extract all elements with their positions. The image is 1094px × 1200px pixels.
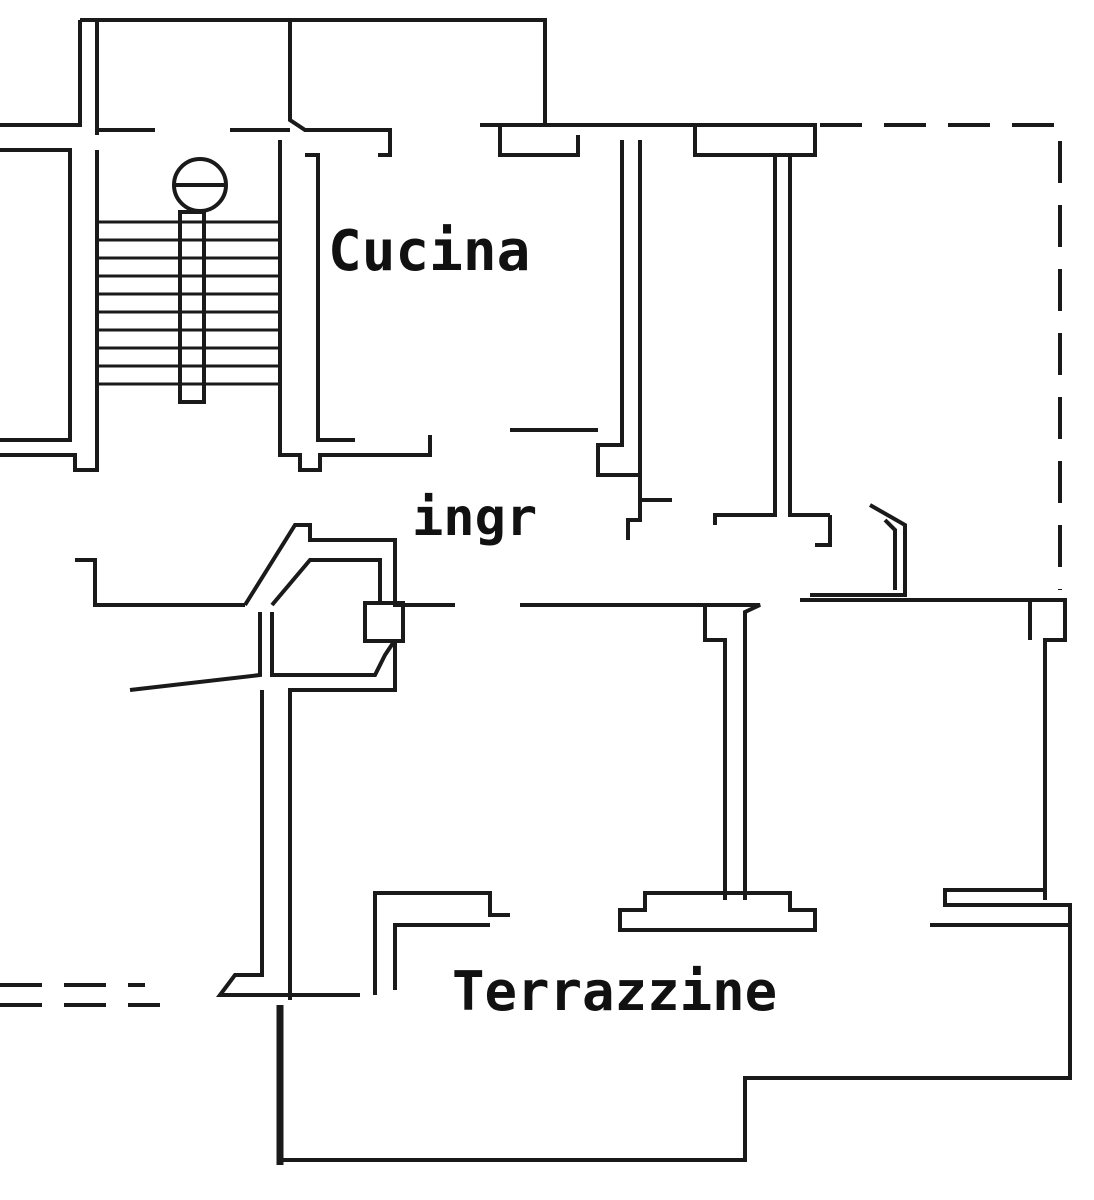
- bedroom-top-wall: [520, 603, 727, 900]
- terrace-left-inner: [393, 923, 490, 990]
- stair-left-inner-wall: [0, 150, 99, 472]
- stair-treads: [97, 220, 280, 386]
- entrance-label: ingr: [412, 488, 537, 548]
- bathroom-bottom-wall: [270, 612, 397, 677]
- kitchen-right-wall: [596, 140, 642, 540]
- corridor-right-wall: [713, 155, 777, 525]
- small-closet: [815, 515, 832, 547]
- bedroom-walls: [373, 598, 1072, 995]
- kitchen-left-wall: [305, 153, 355, 442]
- kitchen-window-sill: [498, 125, 580, 157]
- corridor-left-wall: [638, 140, 672, 502]
- chamfer-inner: [883, 518, 897, 590]
- stair-left-pier: [0, 148, 72, 442]
- stair-left-top-wall: [0, 20, 82, 127]
- left-wing-wall: [75, 558, 245, 607]
- top-outer-wall: [80, 18, 547, 125]
- kitchen-walls: [480, 123, 907, 597]
- terrace-center-sill: [618, 891, 817, 932]
- bathroom-left-wall: [129, 612, 262, 692]
- terrace-right-sill: [930, 888, 1072, 927]
- room-left-wall: [788, 155, 830, 517]
- stair-right-wall: [288, 20, 392, 157]
- terrace-outline: [280, 925, 1072, 1162]
- terrace-left-wall: [373, 891, 510, 995]
- terrace-label: Terrazzine: [452, 960, 777, 1023]
- bedroom-left-wall: [288, 640, 397, 1000]
- bathroom-shaft: [363, 601, 405, 643]
- room-top-window: [690, 123, 817, 157]
- bedroom-right-top: [800, 598, 1067, 900]
- bathroom-inner-wall: [270, 558, 382, 607]
- stair-direction-icon: [172, 157, 228, 213]
- bedroom-divider: [705, 603, 761, 900]
- bedroom-left-outer: [216, 690, 360, 997]
- chamfer-wall: [810, 503, 907, 597]
- stair-newel-wall: [178, 210, 206, 404]
- dashed-outline-right: [820, 123, 1062, 590]
- kitchen-label: Cucina: [328, 219, 530, 284]
- stair-right-lower-wall: [278, 140, 432, 472]
- stairwell: [0, 18, 547, 472]
- bathroom-walls: [75, 523, 455, 1000]
